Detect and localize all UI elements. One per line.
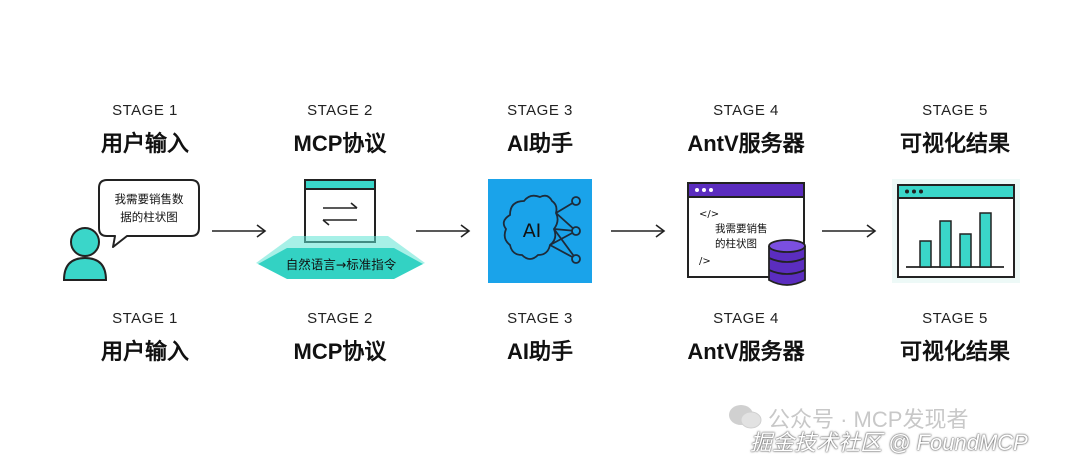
chart-bar-1 [919, 240, 932, 268]
code-line-1: 我需要销售 [715, 222, 768, 235]
antv-server-graphic: </> 我需要销售 的柱状图 /> [687, 182, 806, 286]
user-input-graphic: 我需要销售数 据的柱状图 [62, 179, 200, 281]
code-line-2: 的柱状图 [715, 237, 757, 250]
stage-label: STAGE 5 [922, 102, 988, 119]
code-open-tag: </> [699, 209, 719, 220]
stage-label: STAGE 1 [112, 310, 178, 327]
stage-5-top: STAGE 5 可视化结果 [855, 101, 1055, 159]
code-close-tag: /> [699, 256, 711, 267]
mcp-protocol-graphic: 自然语言→标准指令 [256, 179, 425, 279]
bar-chart-window-icon [897, 184, 1015, 278]
stage-title: 用户输入 [100, 131, 189, 156]
database-icon [768, 239, 806, 286]
chart-bar-4 [979, 212, 992, 268]
stage-3-bottom: STAGE 3 AI助手 [440, 309, 640, 367]
watermark-line-2: 掘金技术社区 @ FoundMCP [750, 430, 1028, 455]
stage-label: STAGE 3 [507, 102, 573, 119]
stage-5-bottom: STAGE 5 可视化结果 [855, 309, 1055, 367]
stage-title: 用户输入 [100, 339, 189, 364]
stage-title: MCP协议 [293, 339, 387, 364]
stage-label: STAGE 1 [112, 102, 178, 119]
stage-1-bottom: STAGE 1 用户输入 [45, 309, 245, 367]
arrow-right-icon [611, 224, 666, 238]
stage-title: AntV服务器 [687, 339, 805, 364]
bubble-line-2: 据的柱状图 [120, 210, 178, 224]
stage-2-bottom: STAGE 2 MCP协议 [240, 309, 440, 367]
stage-2-top: STAGE 2 MCP协议 [240, 101, 440, 159]
stage-label: STAGE 4 [713, 310, 779, 327]
bubble-line-1: 我需要销售数 [115, 192, 184, 206]
chart-bar-2 [939, 220, 952, 268]
stage-4-bottom: STAGE 4 AntV服务器 [646, 309, 846, 367]
wechat-icon [729, 405, 762, 429]
stage-1-top: STAGE 1 用户输入 [45, 101, 245, 159]
ai-label: AI [523, 220, 542, 242]
protocol-banner [258, 248, 423, 279]
protocol-window [304, 179, 376, 243]
protocol-banner-text: 自然语言→标准指令 [286, 257, 397, 272]
stage-title: 可视化结果 [899, 131, 1010, 156]
stage-label: STAGE 4 [713, 102, 779, 119]
user-icon [62, 227, 108, 281]
watermark-line-1: 公众号 · MCP发现者 [768, 407, 969, 432]
stage-label: STAGE 5 [922, 310, 988, 327]
stage-label: STAGE 2 [307, 102, 373, 119]
stage-3-top: STAGE 3 AI助手 [440, 101, 640, 159]
stage-label: STAGE 2 [307, 310, 373, 327]
arrow-right-icon [416, 224, 471, 238]
visualization-result-graphic [892, 179, 1020, 283]
speech-bubble: 我需要销售数 据的柱状图 [98, 179, 200, 248]
stage-4-top: STAGE 4 AntV服务器 [646, 101, 846, 159]
stage-title: MCP协议 [293, 131, 387, 156]
arrows-exchange-icon [322, 202, 358, 226]
arrow-right-icon [822, 224, 877, 238]
stage-title: 可视化结果 [899, 339, 1010, 364]
arrow-right-icon [212, 224, 267, 238]
stage-title: AI助手 [506, 131, 573, 156]
stage-title: AI助手 [506, 339, 573, 364]
brain-network-icon [502, 194, 581, 264]
ai-assistant-graphic: AI [488, 179, 592, 283]
chart-bar-3 [959, 233, 972, 268]
stage-label: STAGE 3 [507, 310, 573, 327]
stage-title: AntV服务器 [687, 131, 805, 156]
